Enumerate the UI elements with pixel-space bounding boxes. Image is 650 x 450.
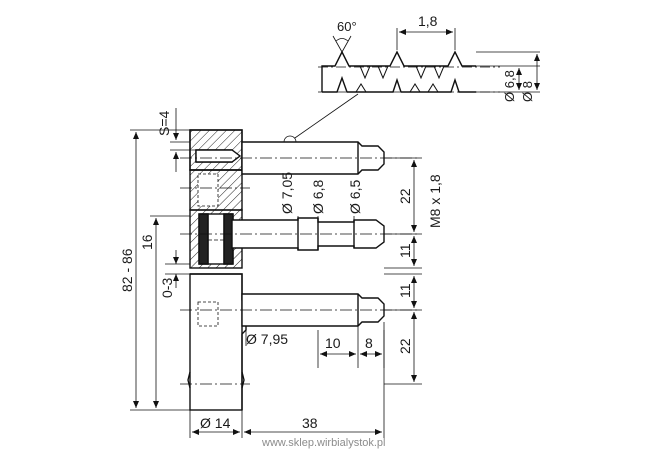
centerlines	[180, 157, 420, 385]
right-22-top-label: 22	[397, 188, 413, 204]
diameter-6-8-label: Ø 6,8	[310, 180, 326, 214]
thread-minor-diameter-label: Ø 6,8	[502, 70, 517, 102]
body-diameter-label: Ø 14	[200, 415, 231, 431]
segment-8-label: 8	[365, 335, 373, 351]
right-dimensions	[384, 157, 422, 385]
hinge-body	[187, 129, 247, 411]
thread-pitch-label: 1,8	[418, 13, 438, 29]
right-11-bottom-label: 11	[397, 283, 413, 298]
right-11-top-label: 11	[397, 243, 413, 258]
length-label: 38	[302, 415, 318, 431]
thread-spec-label: M8 x 1,8	[427, 174, 443, 228]
pin-diameter-dims	[245, 216, 355, 346]
detail-leader	[283, 93, 359, 149]
diameter-6-5-label: Ø 6,5	[347, 180, 363, 214]
gap-label: 0-3	[159, 278, 175, 298]
left-dimensions	[130, 108, 196, 411]
wall-thickness-label: S=4	[156, 110, 172, 136]
thread-detail	[318, 28, 540, 93]
watermark: www.sklep.wirbialystok.pl	[261, 437, 385, 449]
thread-major-diameter-label: Ø 8	[520, 81, 535, 102]
middle-height-label: 16	[139, 234, 155, 250]
pin-diameter-label: Ø 7,95	[246, 331, 288, 347]
right-22-bottom-label: 22	[397, 338, 413, 354]
thread-angle-label: 60°	[337, 19, 357, 34]
total-height-label: 82 - 86	[119, 248, 135, 292]
segment-10-label: 10	[325, 335, 341, 351]
diameter-7-05-label: Ø 7,05	[279, 172, 295, 214]
